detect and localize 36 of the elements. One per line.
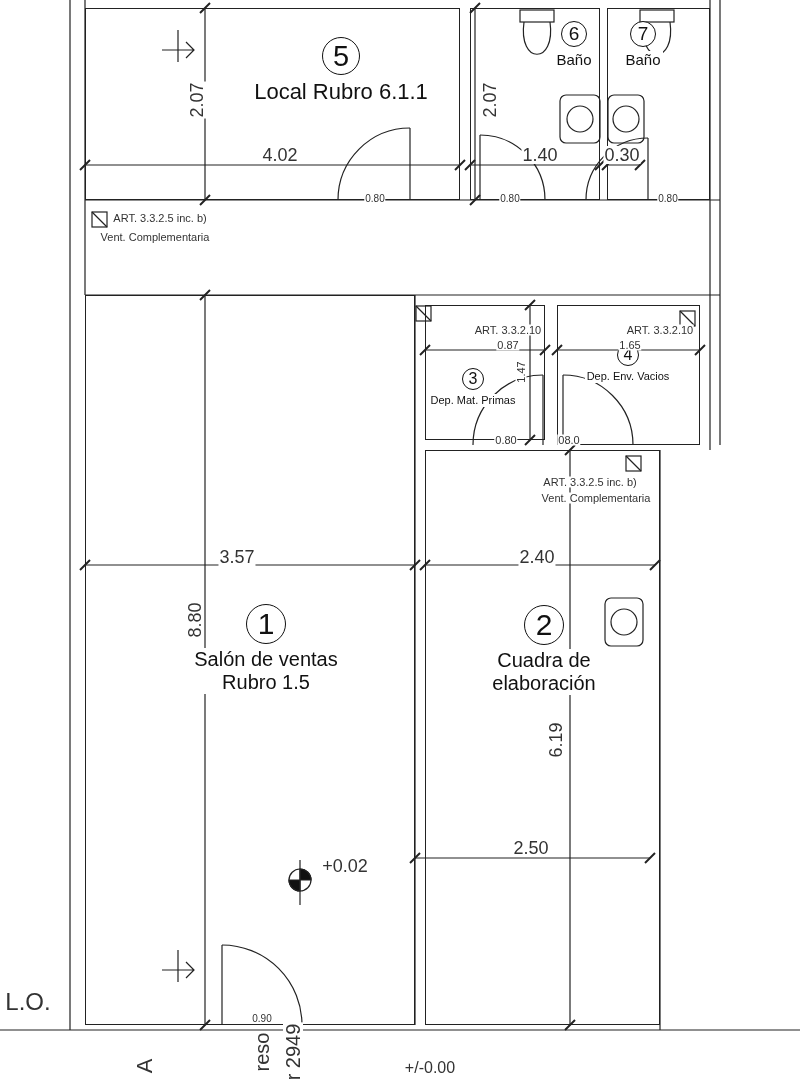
room-number: 5 <box>322 37 360 75</box>
room-name: Dep. Env. Vacios <box>584 370 672 383</box>
article-note: ART. 3.3.2.10 <box>473 324 543 336</box>
article-note: ART. 3.3.2.10 <box>625 324 695 336</box>
dimension-text: 8.80 <box>186 601 204 639</box>
dimension-text: 0.30 <box>603 146 641 164</box>
dimension-text: 08.0 <box>557 434 581 446</box>
dimension-text: 1.47 <box>515 360 527 384</box>
dimension-text: 0.80 <box>494 434 518 446</box>
dimension-text: 2.40 <box>518 548 556 566</box>
room-number: 7 <box>630 21 656 47</box>
dimension-text: 4.02 <box>261 146 299 164</box>
level-text: +/-0.00 <box>403 1060 457 1076</box>
dimension-text: 0.90 <box>251 1014 273 1024</box>
dimension-text: 0.80 <box>499 194 521 204</box>
dimension-text: 2.50 <box>512 839 550 857</box>
street-text: r 2949 <box>283 1022 303 1080</box>
room-number: 6 <box>561 21 587 47</box>
dimension-text: 0.80 <box>657 194 679 204</box>
room-number: 3 <box>462 368 484 390</box>
article-note: ART. 3.3.2.5 inc. b) <box>112 212 208 224</box>
dimension-text: 0.87 <box>496 339 520 351</box>
dimension-text: 0.80 <box>364 194 386 204</box>
note-text: Vent. Complementaria <box>540 492 652 504</box>
note-text: Vent. Complementaria <box>99 231 211 243</box>
dimension-text: 6.19 <box>547 721 565 759</box>
article-note: ART. 3.3.2.5 inc. b) <box>542 476 638 488</box>
room-number: 1 <box>246 604 286 644</box>
dimension-text: 2.07 <box>481 81 499 119</box>
dimension-text: 2.07 <box>188 81 206 119</box>
room-name: Dep. Mat. Primas <box>428 394 518 407</box>
level-text: +0.02 <box>321 857 369 875</box>
dimension-text: 1.65 <box>618 339 642 351</box>
dimension-text: 1.40 <box>521 146 559 164</box>
dimension-text: 3.57 <box>218 548 256 566</box>
room-number: 2 <box>524 605 564 645</box>
